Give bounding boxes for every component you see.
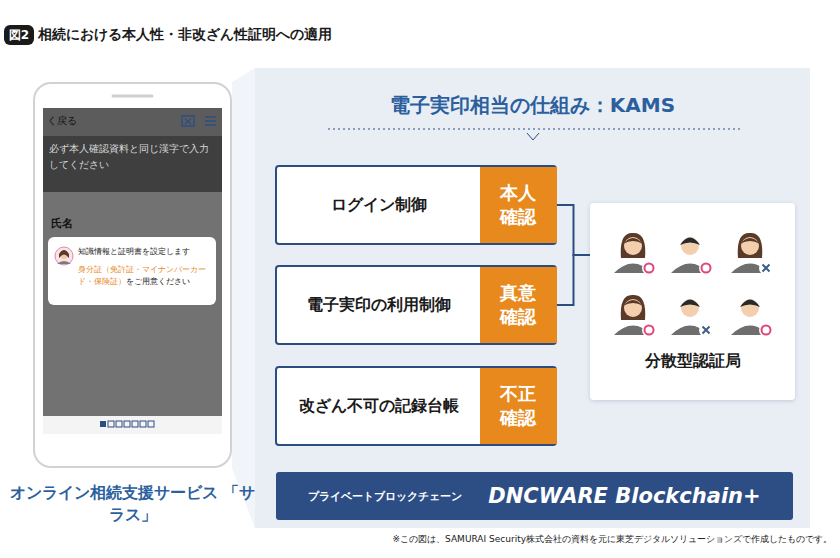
band-node: プライベートブロックチェーン DNCWARE Blockchain+	[276, 472, 793, 520]
popup-text: 知識情報と証明書を設定します身分証（免許証・マイナンバーカード・保険証）をご用意…	[78, 246, 212, 288]
popup-node: 知識情報と証明書を設定します身分証（免許証・マイナンバーカード・保険証）をご用意…	[50, 237, 218, 305]
popup-heading: 知識情報と証明書を設定します	[78, 246, 212, 258]
zoom-wedge	[232, 68, 255, 528]
phone-speaker	[113, 95, 152, 98]
bracket-connector	[557, 255, 590, 305]
screen-footer	[43, 416, 222, 434]
band-subtitle: プライベートブロックチェーン	[308, 489, 462, 504]
screen-top	[43, 136, 222, 192]
authority-node: 分散型認証局	[590, 203, 795, 400]
popup-card	[48, 237, 216, 305]
figure-title: 相続における本人性・非改ざん性証明への適用	[38, 26, 332, 44]
bracket-connector	[557, 205, 590, 255]
band-title: DNCWARE Blockchain+	[488, 484, 760, 508]
panel-title: 電子実印相当の仕組み：KAMS	[255, 92, 810, 119]
box-label: ログイン制御	[277, 167, 480, 243]
people-icons	[614, 233, 773, 337]
phone-caption: オンライン相続支援サービス 「サラス」	[3, 482, 262, 526]
tab-node: 本人 確認	[480, 167, 557, 243]
screen-header	[43, 108, 222, 136]
tab-label: 真意 確認	[498, 281, 539, 329]
popup-avatar	[55, 247, 73, 265]
box-label: 改ざん不可の記録台帳	[277, 368, 480, 444]
screen-instruction: 必ず本人確認資料と同じ漢字で入力してください	[49, 141, 215, 173]
box-label: 電子実印の利用制御	[277, 267, 480, 343]
phone-node: オンライン相続支援サービス 「サラス」知識情報と証明書を設定します身分証（免許証…	[33, 82, 232, 468]
header-icons	[182, 116, 216, 126]
box-node: 電子実印の利用制御真意 確認	[275, 265, 557, 345]
title-badge	[4, 25, 34, 45]
dotted-rule	[328, 129, 740, 130]
chevron	[527, 133, 539, 140]
box-node: ログイン制御本人 確認	[275, 165, 557, 245]
authority-label: 分散型認証局	[590, 351, 795, 372]
figure-number: 図2	[6, 26, 32, 44]
tab-node: 真意 確認	[480, 267, 557, 343]
box-node: 改ざん不可の記録台帳不正 確認	[275, 366, 557, 446]
tab-label: 本人 確認	[498, 181, 539, 229]
tab-label: 不正 確認	[498, 382, 539, 430]
page-dots	[100, 421, 154, 427]
popup-body: をご用意ください	[126, 277, 190, 286]
panel-node: 電子実印相当の仕組み：KAMSログイン制御本人 確認電子実印の利用制御真意 確認…	[255, 68, 810, 528]
figure-caption: ※この図は、SAMURAI Security株式会社の資料を元に東芝デジタルソリ…	[393, 533, 832, 546]
screen-body	[43, 192, 222, 416]
field-label: 氏名	[51, 216, 73, 231]
panel-ground	[255, 68, 810, 528]
back-link: く戻る	[47, 114, 77, 128]
tab-node: 不正 確認	[480, 368, 557, 444]
authority-ground	[590, 203, 795, 400]
